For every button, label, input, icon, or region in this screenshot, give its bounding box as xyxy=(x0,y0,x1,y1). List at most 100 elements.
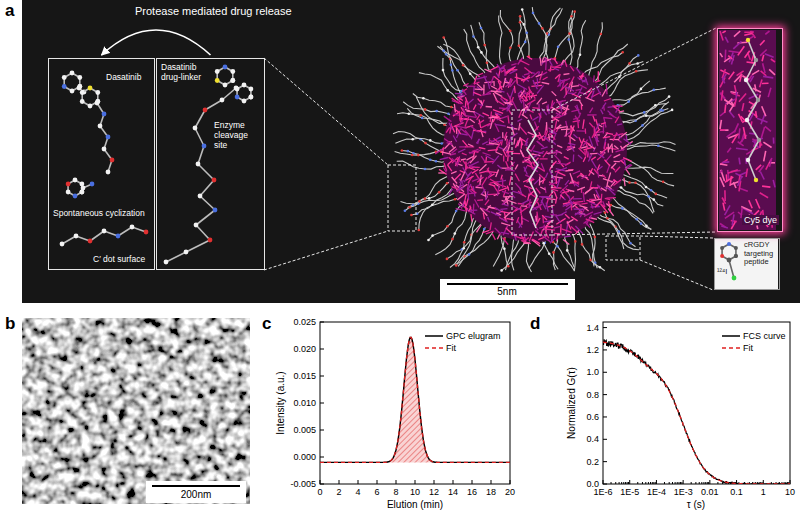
tick xyxy=(603,327,607,328)
silica-bond xyxy=(624,160,625,166)
silica-bond xyxy=(590,153,598,155)
silica-bond xyxy=(506,67,515,73)
tick-label: 0.01 xyxy=(701,487,719,497)
atom xyxy=(428,197,431,200)
silica-bond xyxy=(465,201,466,212)
silica-bond xyxy=(492,234,495,240)
peg-strand xyxy=(601,61,643,92)
peg-strand xyxy=(402,151,448,163)
silica-bond xyxy=(721,90,722,100)
atom xyxy=(411,154,414,157)
silica-bond xyxy=(490,112,491,123)
silica-bond xyxy=(557,145,562,147)
fit-curve xyxy=(603,342,790,484)
silica-bond xyxy=(603,118,612,119)
legend-label: GPC elugram xyxy=(446,331,501,341)
tem-background xyxy=(22,318,250,504)
silica-bond xyxy=(727,148,731,153)
silica-bond xyxy=(742,134,744,143)
atom xyxy=(427,239,430,242)
silica-bond xyxy=(575,213,580,215)
silica-bond xyxy=(504,69,505,76)
silica-bond xyxy=(533,80,538,89)
silica-bond xyxy=(481,156,485,162)
inset-label: C′ dot surface xyxy=(93,255,145,265)
minor-tick xyxy=(650,482,651,484)
silica-bond xyxy=(477,115,480,120)
silica-bond xyxy=(568,190,575,192)
silica-bond xyxy=(597,165,600,171)
silica-bond xyxy=(762,83,769,85)
atom xyxy=(509,47,512,50)
silica-bond xyxy=(521,241,530,244)
tick-label: 1E-5 xyxy=(620,487,639,497)
minor-tick xyxy=(623,482,624,484)
silica-bond xyxy=(615,117,619,123)
silica-bond xyxy=(520,91,527,99)
peg-strand xyxy=(395,148,447,156)
atom xyxy=(435,160,438,163)
tick-label: 16 xyxy=(467,487,477,497)
silica-bond xyxy=(446,127,450,132)
silica-bond xyxy=(442,147,444,155)
silica-bond xyxy=(484,161,494,163)
atom xyxy=(408,206,411,209)
atom xyxy=(599,266,602,269)
silica-bond xyxy=(500,218,507,222)
silica-bond xyxy=(625,165,632,170)
silica-bond xyxy=(602,103,606,109)
silica-bond xyxy=(521,77,530,80)
peg-strand xyxy=(499,15,504,68)
silica-bond xyxy=(493,81,495,86)
bond xyxy=(748,160,756,180)
molecule xyxy=(727,258,737,281)
silica-bond xyxy=(514,86,516,93)
silica-bond xyxy=(729,72,735,80)
silica-bond xyxy=(491,212,500,216)
scale-bar-ground xyxy=(440,279,575,300)
silica-bond xyxy=(538,151,544,154)
silica-bond xyxy=(531,72,539,78)
silica-bond xyxy=(573,171,580,174)
atom xyxy=(442,36,445,39)
silica-bond xyxy=(556,216,561,223)
atom xyxy=(732,276,737,281)
silica-bond xyxy=(503,98,508,101)
silica-bond xyxy=(481,123,491,128)
silica-bond xyxy=(470,126,478,132)
panel-letter: b xyxy=(5,314,15,334)
tick xyxy=(656,480,657,484)
tick-label: 0.020 xyxy=(293,344,316,354)
silica-bond xyxy=(603,137,610,138)
silica-bond xyxy=(743,127,745,139)
silica-bond xyxy=(503,190,505,197)
silica-bond xyxy=(449,147,456,153)
minor-tick xyxy=(655,482,656,484)
silica-bond xyxy=(486,106,492,108)
silica-bond xyxy=(523,100,525,108)
silica-bond xyxy=(728,170,738,173)
peg-strand xyxy=(506,236,515,271)
silica-bond xyxy=(522,200,530,204)
silica-bond xyxy=(752,70,759,74)
atom xyxy=(212,178,217,183)
silica-bond xyxy=(611,145,613,153)
atom xyxy=(98,124,103,129)
minor-tick xyxy=(664,482,665,484)
silica-bond xyxy=(539,132,543,141)
legend-label: FCS curve xyxy=(743,331,786,341)
atom xyxy=(662,180,665,183)
atom xyxy=(621,207,624,210)
silica-bond xyxy=(561,129,570,131)
silica-bond xyxy=(502,178,503,188)
atom xyxy=(671,109,674,112)
tem-image xyxy=(22,318,250,504)
minor-tick xyxy=(695,482,696,484)
silica-bond xyxy=(738,177,742,186)
peg-strand xyxy=(519,16,524,63)
silica-bond xyxy=(613,133,617,141)
silica-bond xyxy=(579,113,581,118)
tick xyxy=(339,480,340,484)
bond xyxy=(198,146,204,164)
silica-bond xyxy=(496,142,501,150)
